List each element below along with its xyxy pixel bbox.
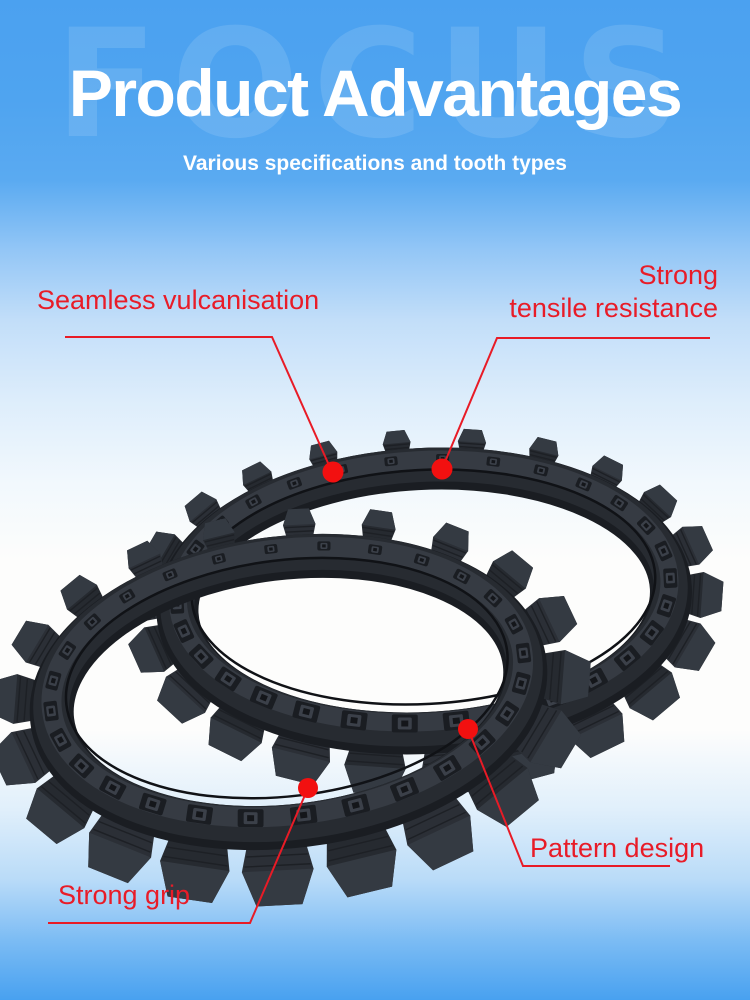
leader-line-grip: [48, 787, 309, 924]
page-subtitle: Various specifications and tooth types: [183, 152, 567, 175]
callout-dot-pattern: [458, 719, 478, 739]
rubber-track-ring-back: [126, 428, 724, 796]
callout-text-line1: Strong: [638, 260, 718, 290]
rubber-track-rings: [0, 428, 724, 907]
leader-line-tensile: [441, 337, 710, 470]
callout-label-pattern: Pattern design: [530, 832, 704, 865]
watermark-text: FOCUS: [55, 0, 695, 172]
callout-text-line2: tensile resistance: [509, 293, 718, 323]
leader-line-seamless: [65, 336, 333, 473]
callout-label-seamless: Seamless vulcanisation: [37, 284, 319, 317]
callout-text: Seamless vulcanisation: [37, 285, 320, 315]
page-title: Product Advantages: [68, 56, 683, 130]
callout-dot-grip: [298, 778, 318, 798]
callout-text: Pattern design: [530, 833, 705, 863]
callout-label-grip: Strong grip: [58, 879, 190, 912]
leader-line-pattern: [467, 728, 670, 867]
callout-leader-lines: [48, 336, 710, 924]
callout-dot-seamless: [322, 461, 344, 483]
callout-dot-tensile: [431, 458, 453, 480]
callout-text: Strong grip: [58, 880, 191, 910]
callout-label-tensile: Strong tensile resistance: [509, 259, 718, 325]
rubber-track-ring-front: [0, 508, 591, 907]
